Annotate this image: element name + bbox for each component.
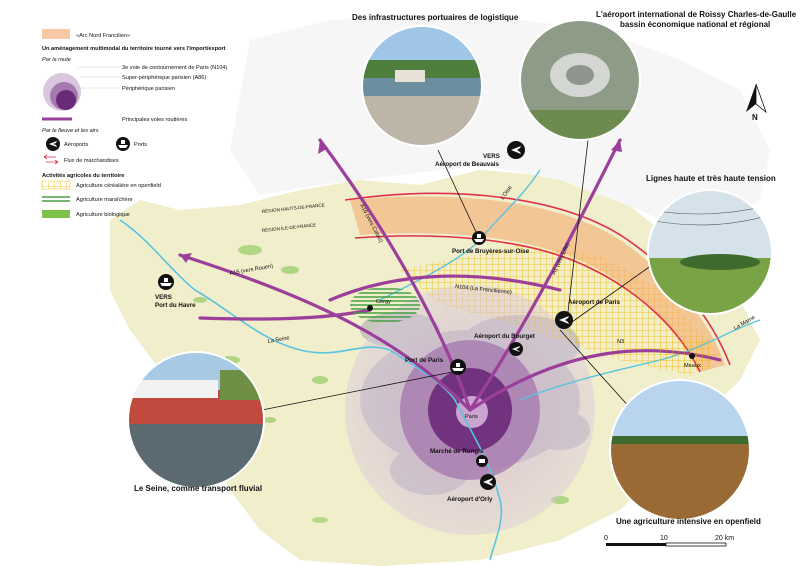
scale-20: 20 km <box>715 535 734 542</box>
scale-bar <box>606 542 727 547</box>
caption-agri: Une agriculture intensive en openfield <box>616 517 761 526</box>
label-paris: Paris <box>465 414 478 420</box>
label-port-bruyeres: Port de Bruyères-sur-Oise <box>452 248 530 255</box>
legend-airport-icon <box>46 137 60 151</box>
legend-arc-swatch <box>42 29 70 39</box>
airport-beauvais-icon <box>507 141 525 159</box>
label-region-idf: RÉGION ILE-DE-FRANCE <box>261 221 316 233</box>
airport-orly-icon <box>480 474 496 490</box>
arrowhead-a1 <box>611 140 622 152</box>
legend-arc-label: «Arc Nord Francilien» <box>76 33 130 39</box>
arrowhead-a16 <box>318 140 328 154</box>
arrowhead-a15 <box>180 253 192 263</box>
legend-water-header: Par le fleuve et les airs <box>42 128 99 134</box>
legend-airports: Aéroports <box>64 142 88 148</box>
label-seine: La Seine <box>267 335 290 345</box>
caption-cdg-2: bassin économique national et régional <box>620 20 770 29</box>
caption-cdg-1: L'aéroport international de Roissy Charl… <box>596 10 797 19</box>
label-vers-beauvais-2: Aéroport de Beauvais <box>435 161 500 168</box>
airport-bourget-icon <box>509 342 523 356</box>
legend-agri-title: Activités agricoles du territoire <box>42 173 124 179</box>
caption-power: Lignes haute et très haute tension <box>646 174 776 183</box>
legend-agri-market: Agriculture maraîchère <box>76 197 133 203</box>
legend-ports: Ports <box>134 142 147 148</box>
legend-cereal-swatch <box>41 180 71 190</box>
arc-red-south <box>354 235 701 373</box>
label-aero-bourget: Aéroport du Bourget <box>474 333 535 340</box>
caption-seine: Le Seine, comme transport fluvial <box>134 484 262 493</box>
legend-agri-cereal: Agriculture céréalière en openfield <box>76 183 161 189</box>
caption-port-infra: Des infrastructures portuaires de logist… <box>352 13 519 22</box>
label-cergy: Cergy <box>376 299 391 305</box>
north-label: N <box>752 113 758 122</box>
legend-main-roads: Principales voies routières <box>122 117 187 123</box>
legend-symbols <box>41 29 130 218</box>
legend-port-icon <box>116 137 130 151</box>
label-vers-beauvais-1: VERS <box>483 153 500 160</box>
port-havre-icon <box>158 274 174 290</box>
arc-red-north <box>344 192 731 366</box>
port-bruyeres-icon <box>472 231 486 245</box>
photo-seine <box>127 351 265 489</box>
legend-title: Un aménagement multimodal du territoire … <box>42 46 226 52</box>
photo-cdg <box>519 19 641 141</box>
market-garden-zone <box>350 287 420 323</box>
airport-paris-icon <box>555 311 573 329</box>
label-meaux: Meaux <box>684 363 701 369</box>
legend-bio-swatch <box>42 210 70 218</box>
legend-ring-inner <box>56 90 76 110</box>
scale-0: 0 <box>604 535 608 542</box>
label-orly: Aéroport d'Orly <box>447 496 493 503</box>
legend-ring3: Périphérique parisien <box>122 86 175 92</box>
label-port-paris: Port de Paris <box>405 357 444 364</box>
road-west <box>198 308 372 321</box>
legend-market-swatch <box>42 195 70 203</box>
label-n3: N3 <box>617 339 624 345</box>
label-vers-havre-1: VERS <box>155 294 172 301</box>
dot-cergy <box>367 305 373 311</box>
dot-meaux <box>689 353 695 359</box>
legend-ring2: Super-périphérique parisien (A86) <box>122 75 206 81</box>
label-rungis: Marché de Rungis <box>430 448 484 455</box>
road-n104 <box>328 274 562 302</box>
legend-flow-icon <box>43 154 59 165</box>
arc-nord-francilien <box>350 196 725 372</box>
market-rungis-icon <box>476 455 488 467</box>
legend-ring1: 3e voie de contournement de Paris (N104) <box>122 65 228 71</box>
label-aero-paris: Aéroport de Paris <box>568 299 620 306</box>
photo-agri <box>609 379 751 521</box>
north-arrow-icon <box>746 83 767 114</box>
road-a15 <box>178 253 472 412</box>
port-paris-icon <box>450 359 466 375</box>
legend-road-header: Par la route <box>42 57 71 63</box>
scale-10: 10 <box>660 535 668 542</box>
river-marne <box>519 319 761 401</box>
legend-flows: Flux de marchandises <box>64 158 119 164</box>
road-a1 <box>468 138 622 412</box>
photo-leader-lines <box>261 139 653 411</box>
label-n104: N104 (La Francilienne) <box>455 284 512 296</box>
meaux-zone <box>660 340 710 370</box>
photo-port-infra <box>361 25 483 147</box>
label-vers-havre-2: Port du Havre <box>155 302 196 309</box>
legend-agri-bio: Agriculture biologique <box>76 212 130 218</box>
